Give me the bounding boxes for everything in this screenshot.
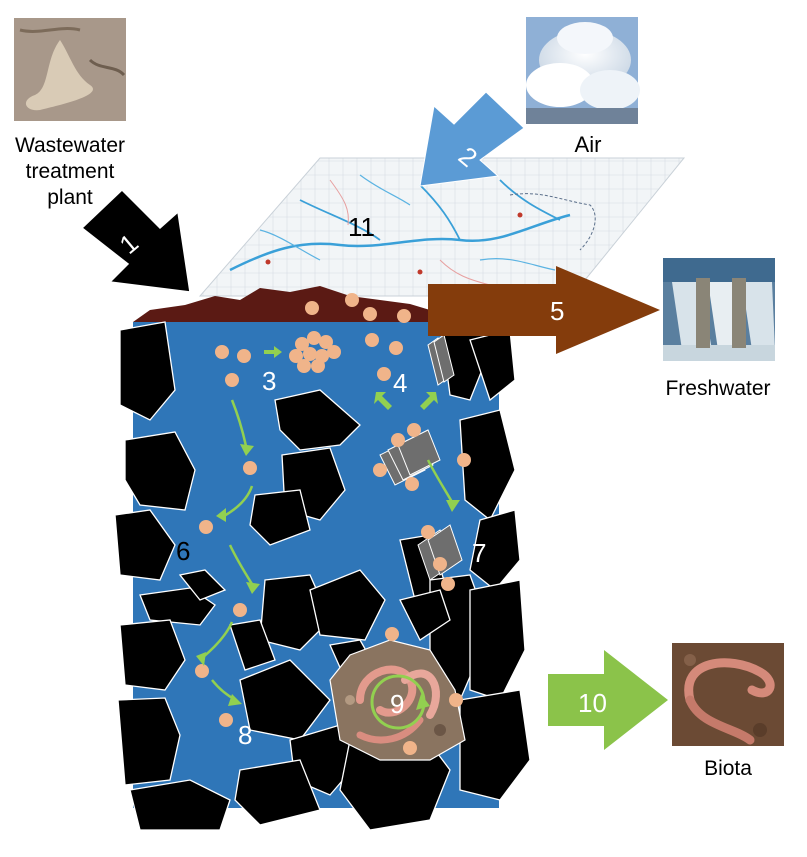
label-8: 8: [238, 720, 252, 750]
biota-thumbnail: [672, 643, 784, 746]
label-4: 4: [393, 368, 407, 398]
label-biota: Biota: [704, 757, 752, 780]
label-freshwater: Freshwater: [665, 377, 770, 400]
label-wastewater-line2: treatment: [26, 160, 115, 183]
label-6: 6: [176, 536, 190, 566]
wastewater-thumbnail: [14, 18, 126, 121]
air-thumbnail: [526, 17, 640, 124]
earthworm-pocket: [329, 639, 466, 761]
rock-aggregates: [114, 317, 531, 831]
freshwater-thumbnail: [663, 258, 775, 361]
label-3: 3: [262, 366, 276, 396]
label-wastewater-line3: plant: [47, 186, 93, 209]
particles: [195, 293, 471, 755]
transport-arrowheads: [196, 346, 460, 706]
label-5: 5: [550, 296, 564, 326]
label-11: 11: [348, 212, 375, 242]
arrow-5-runoff-to-freshwater: [428, 266, 660, 354]
label-9: 9: [390, 689, 404, 719]
sludge-layer: [133, 286, 430, 322]
label-10: 10: [578, 688, 607, 718]
label-wastewater-line1: Wastewater: [15, 134, 125, 157]
arrow-10-uptake-to-biota: [548, 650, 668, 750]
arrow-2-air-deposition: [419, 91, 525, 187]
arrow-1-wastewater-input: [80, 188, 191, 293]
label-air: Air: [575, 132, 602, 157]
label-7: 7: [472, 538, 486, 568]
